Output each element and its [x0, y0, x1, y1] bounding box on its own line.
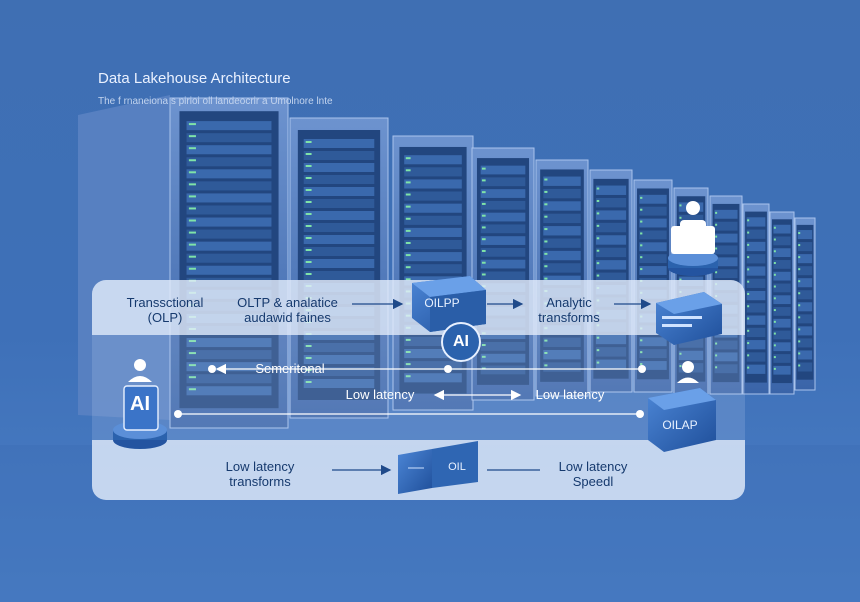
low-latency-transforms-label: Low latency transforms	[225, 459, 295, 489]
transactional-label: Transsctional (OLP)	[126, 295, 204, 325]
person-icon	[677, 361, 699, 383]
page-subtitle: The f rnaneiona s pirioi oll landeocrir …	[98, 96, 333, 107]
oil-label: OIL	[448, 461, 466, 473]
analytic-transforms-label: Analytic transforms	[538, 295, 600, 325]
oltp-analytics-label: OLTP & analatice audawid faines	[237, 295, 338, 325]
ai-node-label: AI	[130, 393, 150, 415]
person-icon	[128, 359, 152, 382]
cube-icon	[656, 292, 722, 345]
person-icon	[668, 201, 718, 276]
flow-panel-middle	[92, 335, 745, 440]
ai-node-icon	[113, 385, 167, 449]
ai-badge: AI	[441, 322, 481, 362]
cube-icon	[648, 388, 716, 452]
low-latency-speed-label: Low latency Speedl	[558, 459, 628, 489]
low-latency-left-label: Low latency	[345, 387, 415, 402]
oilap-label: OILAP	[662, 418, 698, 432]
cube-icon	[398, 441, 478, 494]
cube-icon	[412, 276, 486, 332]
low-latency-right-label: Low latency	[535, 387, 605, 402]
page-title: Data Lakehouse Architecture	[98, 70, 291, 87]
semantic-label: Semeritonal	[255, 361, 325, 376]
oilpp-label: OILPP	[424, 296, 460, 310]
